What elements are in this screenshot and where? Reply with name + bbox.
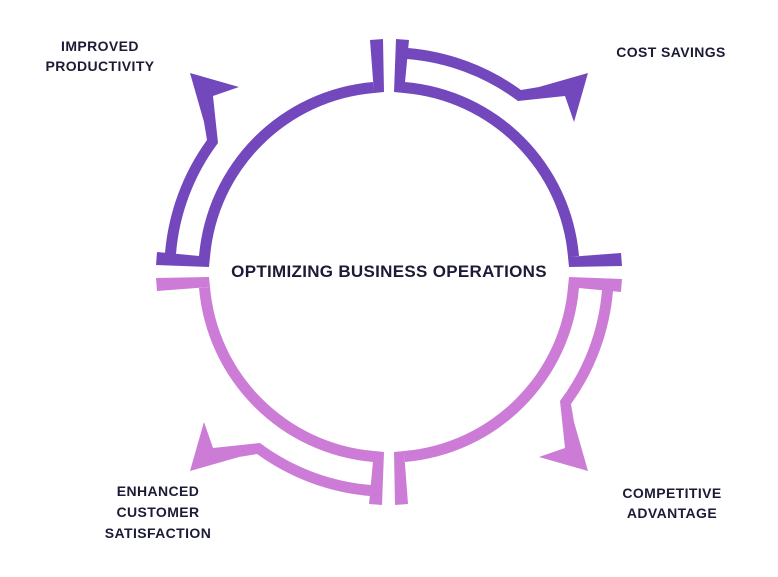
label-competitive-advantage: COMPETITIVE ADVANTAGE — [622, 485, 722, 521]
label-improved-productivity: IMPROVED PRODUCTIVITY — [45, 38, 155, 74]
cycle-arrow-bottom-right — [394, 277, 622, 505]
label-enhanced-customer-satisfaction: ENHANCED CUSTOMER SATISFACTION — [104, 483, 212, 541]
cycle-arrow-bottom-left — [156, 277, 384, 505]
diagram-title: OPTIMIZING BUSINESS OPERATIONS — [231, 262, 547, 281]
cycle-arrow-top-left — [156, 39, 384, 267]
cycle-arrow-top-right — [394, 39, 622, 267]
label-cost-savings: COST SAVINGS — [616, 44, 726, 60]
